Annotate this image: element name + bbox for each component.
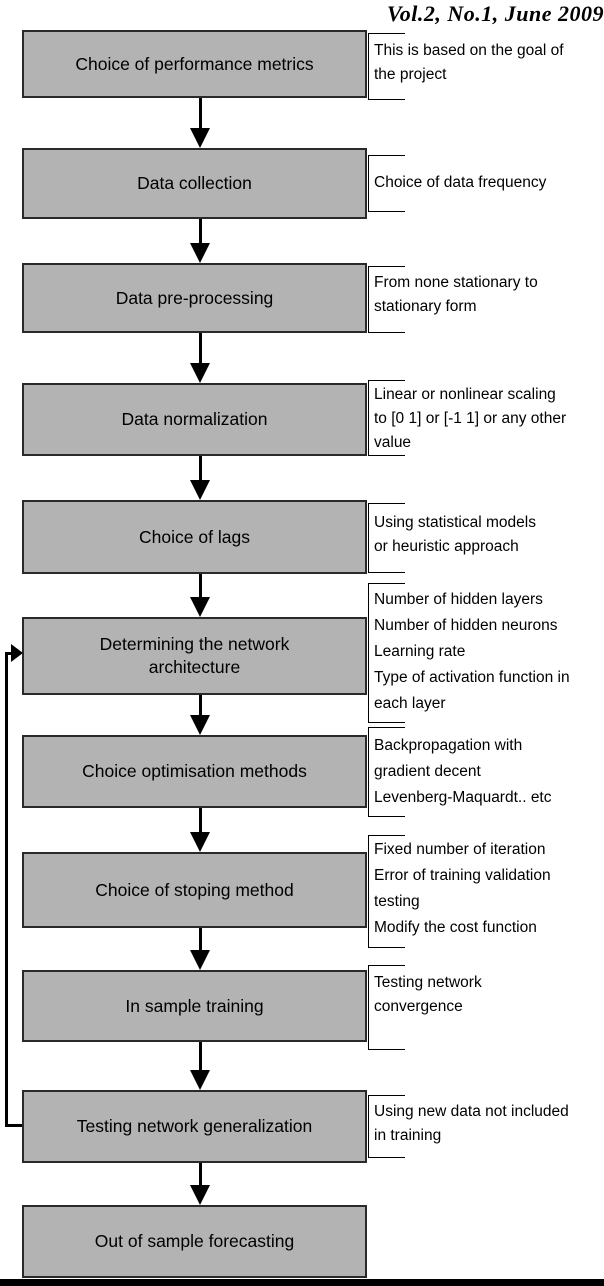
annotation-in-sample-training: Testing network convergence: [368, 965, 604, 1050]
annotation-text: Number of hidden layers Number of hidden…: [374, 591, 570, 712]
flow-box-data-normalization: Data normalization: [22, 383, 367, 456]
flow-box-choice-of-performance-metrics: Choice of performance metrics: [22, 30, 367, 98]
down-arrow-icon: [190, 219, 210, 263]
annotation-performance-metrics: This is based on the goal of the project: [368, 33, 604, 100]
down-arrow-icon: [190, 808, 210, 852]
feedback-line-vertical: [5, 652, 8, 1127]
flow-box-data-pre-processing: Data pre-processing: [22, 263, 367, 333]
annotation-text: Using statistical models or heuristic ap…: [374, 514, 536, 555]
journal-header: Vol.2, No.1, June 2009: [387, 1, 604, 26]
flow-box-testing-network-generalization: Testing network generalization: [22, 1090, 367, 1163]
down-arrow-icon: [190, 98, 210, 148]
annotation-network-architecture: Number of hidden layers Number of hidden…: [368, 583, 604, 723]
flow-box-choice-optimisation-methods: Choice optimisation methods: [22, 735, 367, 808]
annotation-stoping-method: Fixed number of iteration Error of train…: [368, 835, 604, 948]
bottom-border-line: [0, 1279, 604, 1286]
annotation-data-pre-processing: From none stationary to stationary form: [368, 266, 604, 333]
feedback-line-bottom: [5, 1124, 22, 1127]
annotation-text: Testing network convergence: [374, 974, 482, 1015]
flow-box-choice-of-lags: Choice of lags: [22, 500, 367, 574]
annotation-text: Using new data not included in training: [374, 1103, 569, 1144]
feedback-arrow-icon: [11, 644, 23, 662]
annotation-data-normalization: Linear or nonlinear scaling to [0 1] or …: [368, 380, 604, 456]
annotation-text: Choice of data frequency: [374, 174, 547, 191]
annotation-text: From none stationary to stationary form: [374, 274, 538, 315]
annotation-text: This is based on the goal of the project: [374, 42, 564, 83]
flow-box-data-collection: Data collection: [22, 148, 367, 219]
down-arrow-icon: [190, 1042, 210, 1090]
annotation-choice-of-lags: Using statistical models or heuristic ap…: [368, 503, 604, 573]
annotation-network-generalization: Using new data not included in training: [368, 1095, 604, 1158]
flow-box-out-of-sample-forecasting: Out of sample forecasting: [22, 1205, 367, 1278]
annotation-text: Fixed number of iteration Error of train…: [374, 841, 551, 936]
annotation-optimisation-methods: Backpropagation with gradient decent Lev…: [368, 727, 604, 817]
down-arrow-icon: [190, 928, 210, 970]
annotation-text: Linear or nonlinear scaling to [0 1] or …: [374, 386, 567, 451]
down-arrow-icon: [190, 574, 210, 617]
down-arrow-icon: [190, 333, 210, 383]
down-arrow-icon: [190, 1163, 210, 1205]
down-arrow-icon: [190, 456, 210, 500]
annotation-text: Backpropagation with gradient decent Lev…: [374, 737, 552, 806]
flow-box-in-sample-training: In sample training: [22, 970, 367, 1042]
feedback-line-top: [5, 652, 13, 655]
flow-box-determining-network-architecture: Determining the network architecture: [22, 617, 367, 695]
flow-box-choice-of-stoping-method: Choice of stoping method: [22, 852, 367, 928]
down-arrow-icon: [190, 695, 210, 735]
annotation-data-collection: Choice of data frequency: [368, 155, 604, 212]
